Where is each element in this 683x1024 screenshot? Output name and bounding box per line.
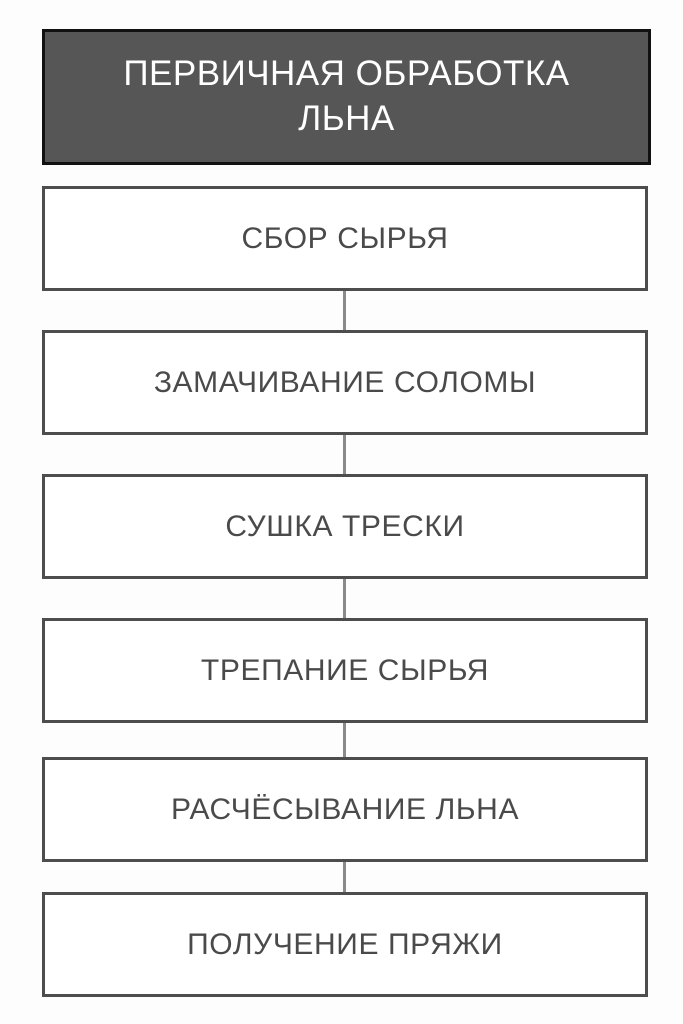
flowchart-step-3: СУШКА ТРЕСКИ [42,474,648,579]
step-label: СУШКА ТРЕСКИ [225,509,465,543]
flowchart-step-2: ЗАМАЧИВАНИЕ СОЛОМЫ [42,330,648,435]
flowchart-step-1: СБОР СЫРЬЯ [42,186,648,291]
flowchart-step-6: ПОЛУЧЕНИЕ ПРЯЖИ [42,892,648,997]
flowchart-step-4: ТРЕПАНИЕ СЫРЬЯ [42,618,648,723]
step-label: ТРЕПАНИЕ СЫРЬЯ [200,653,490,687]
connector-step-4-to-5 [343,723,346,757]
flowchart-title-line-2: ЛЬНА [298,99,395,138]
connector-step-2-to-3 [343,435,346,474]
connector-step-5-to-6 [343,862,346,892]
connector-step-3-to-4 [343,579,346,618]
step-label: СБОР СЫРЬЯ [241,221,449,255]
step-label: ЗАМАЧИВАНИЕ СОЛОМЫ [153,365,537,399]
flowchart-header-node: ПЕРВИЧНАЯ ОБРАБОТКА ЛЬНА [42,29,651,165]
flowchart-title-line-1: ПЕРВИЧНАЯ ОБРАБОТКА [123,54,570,94]
flowchart-title: ПЕРВИЧНАЯ ОБРАБОТКА ЛЬНА [105,52,587,142]
step-label: РАСЧЁСЫВАНИЕ ЛЬНА [170,792,520,826]
connector-step-1-to-2 [343,291,346,330]
flowchart-step-5: РАСЧЁСЫВАНИЕ ЛЬНА [42,757,648,862]
step-label: ПОЛУЧЕНИЕ ПРЯЖИ [187,927,503,961]
